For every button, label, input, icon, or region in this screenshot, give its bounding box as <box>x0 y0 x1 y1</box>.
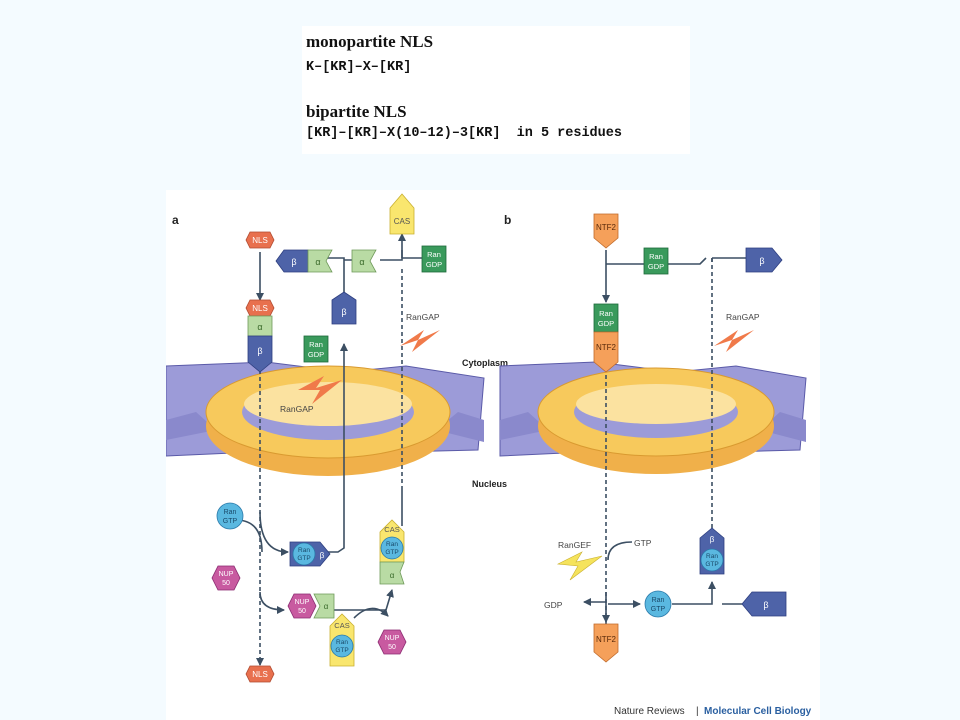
credit-separator: | <box>696 706 699 717</box>
svg-text:Ran: Ran <box>649 252 663 261</box>
svg-text:Ran: Ran <box>309 340 323 349</box>
ran-gtp-beta-complex: Ran GTP β <box>289 541 331 567</box>
svg-text:NTF2: NTF2 <box>596 223 617 232</box>
nls-cargo-top: NLS <box>245 231 275 249</box>
svg-text:CAS: CAS <box>334 621 349 630</box>
svg-text:β: β <box>257 346 262 356</box>
nup50-alpha-complex: NUP 50 α <box>287 593 335 619</box>
svg-text:GDP: GDP <box>598 319 614 328</box>
ntf2-top: NTF2 <box>593 213 619 249</box>
svg-text:α: α <box>390 571 395 580</box>
nuclear-import-diagram: a b Cytoplasm Nucleus <box>166 193 812 717</box>
bipartite-nls-title: bipartite NLS <box>306 102 407 121</box>
svg-text:Ran: Ran <box>386 541 398 548</box>
svg-text:Ran: Ran <box>706 553 718 560</box>
svg-text:GTP: GTP <box>223 518 238 525</box>
svg-text:GTP: GTP <box>297 555 310 562</box>
beta-ran-gtp-complex-b: β Ran GTP <box>699 527 725 575</box>
rangef-bolt <box>556 551 603 581</box>
svg-text:NLS: NLS <box>252 670 268 679</box>
svg-text:50: 50 <box>298 608 306 615</box>
cas-export-top: CAS <box>389 193 415 235</box>
ran-gdp-top-a: Ran GDP <box>421 245 447 273</box>
svg-text:50: 50 <box>222 580 230 587</box>
monopartite-nls-title: monopartite NLS <box>306 32 434 51</box>
credit-subject: Molecular Cell Biology <box>704 706 812 717</box>
svg-text:NTF2: NTF2 <box>596 343 617 352</box>
svg-text:GDP: GDP <box>648 262 664 271</box>
rangap-label-a-pore: RanGAP <box>280 404 314 414</box>
svg-text:GDP: GDP <box>426 260 442 269</box>
ran-gtp-free-a: Ran GTP <box>216 502 244 530</box>
rangap-bolt-a-pore <box>298 376 342 404</box>
svg-text:CAS: CAS <box>394 217 410 226</box>
ran-gdp-top-b: Ran GDP <box>643 247 669 275</box>
svg-text:Ran: Ran <box>336 639 348 646</box>
svg-text:NLS: NLS <box>252 236 268 245</box>
svg-text:NTF2: NTF2 <box>596 635 617 644</box>
svg-text:Ran: Ran <box>224 509 237 516</box>
ran-gdp-middle-a: Ran GDP <box>303 335 329 363</box>
panel-b-pathway-arrows <box>583 250 765 630</box>
svg-text:Ran: Ran <box>652 597 665 604</box>
svg-text:β: β <box>710 535 715 544</box>
cytoplasm-label: Cytoplasm <box>462 358 508 368</box>
gdp-label-b: GDP <box>544 600 563 610</box>
svg-text:NLS: NLS <box>252 304 268 313</box>
svg-text:NUP: NUP <box>385 635 400 642</box>
nls-cargo-released: NLS <box>245 665 275 683</box>
svg-text:GTP: GTP <box>385 549 398 556</box>
bipartite-nls-motif: [KR]–[KR]–X(10–12)–3[KR] in 5 residues <box>306 126 622 141</box>
svg-text:α: α <box>324 602 329 611</box>
rangap-bolt-b <box>714 330 754 352</box>
svg-text:CAS: CAS <box>384 525 399 534</box>
svg-text:Ran: Ran <box>599 309 613 318</box>
panel-a-pathway-arrows <box>235 233 422 666</box>
svg-text:Ran: Ran <box>427 250 441 259</box>
svg-text:Ran: Ran <box>298 547 310 554</box>
rangap-bolt-a-top <box>400 330 440 352</box>
nuclear-import-figure: a b Cytoplasm Nucleus <box>166 190 820 720</box>
nls-motif-box: monopartite NLS K–[KR]–X–[KR] bipartite … <box>302 26 690 154</box>
svg-text:NUP: NUP <box>219 571 234 578</box>
panel-b-label: b <box>504 213 511 227</box>
monopartite-nls-motif: K–[KR]–X–[KR] <box>306 60 412 75</box>
importin-beta-alpha-complex-top: β α <box>275 249 333 273</box>
svg-text:GTP: GTP <box>705 561 718 568</box>
svg-text:β: β <box>341 307 346 317</box>
nup50-released: NUP 50 <box>377 629 407 655</box>
rangap-label-a-top: RanGAP <box>406 312 440 322</box>
svg-text:β: β <box>763 600 768 610</box>
svg-text:β: β <box>291 257 296 267</box>
ran-gtp-free-b: Ran GTP <box>644 590 672 618</box>
rangef-label: RanGEF <box>558 540 591 550</box>
svg-text:α: α <box>359 257 364 267</box>
nup50-free: NUP 50 <box>211 565 241 591</box>
importin-alpha-free: α <box>351 249 377 273</box>
ran-gdp-ntf2-complex: Ran GDP NTF2 <box>593 303 619 373</box>
svg-text:GDP: GDP <box>308 350 324 359</box>
import-complex-nls-alpha-beta: NLS α β <box>245 299 275 373</box>
svg-text:NUP: NUP <box>295 599 310 606</box>
importin-beta-returning: β <box>331 291 357 325</box>
gtp-label-b: GTP <box>634 538 652 548</box>
svg-text:50: 50 <box>388 644 396 651</box>
svg-text:GTP: GTP <box>651 606 666 613</box>
svg-text:α: α <box>315 257 320 267</box>
svg-text:GTP: GTP <box>335 647 348 654</box>
ntf2-bottom: NTF2 <box>593 623 619 663</box>
svg-text:β: β <box>320 551 325 560</box>
svg-text:β: β <box>759 256 764 266</box>
rangap-label-b: RanGAP <box>726 312 760 322</box>
importin-beta-nucleus-b: β <box>741 591 787 617</box>
importin-beta-cytoplasm-b: β <box>745 247 783 273</box>
svg-text:α: α <box>257 322 262 332</box>
nuclear-pore-complex-b <box>537 367 775 474</box>
cas-ran-gtp-alpha-complex: CAS Ran GTP α <box>379 519 405 585</box>
credit-journal: Nature Reviews <box>614 706 685 717</box>
nuclear-pore-complex-a <box>205 365 451 476</box>
cas-ran-gtp-free: CAS Ran GTP <box>329 613 355 667</box>
panel-a-label: a <box>172 213 179 227</box>
nucleus-label: Nucleus <box>472 479 507 489</box>
